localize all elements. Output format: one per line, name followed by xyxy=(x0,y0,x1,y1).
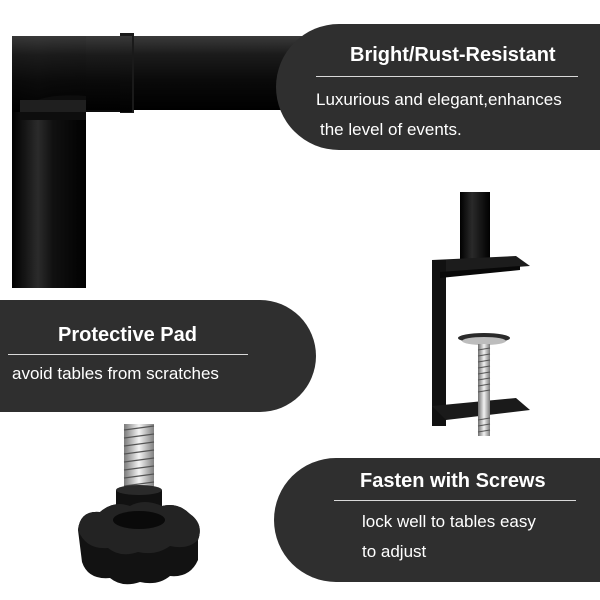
feature-title: Protective Pad xyxy=(58,324,197,346)
feature-description-line1: avoid tables from scratches xyxy=(12,364,219,383)
feature-panel-fasten-screws: Fasten with Screws lock well to tables e… xyxy=(274,458,600,582)
feature-title: Bright/Rust-Resistant xyxy=(350,44,556,66)
screw-knob-image xyxy=(78,424,200,585)
feature-panel-rust-resistant: Bright/Rust-Resistant Luxurious and eleg… xyxy=(276,24,600,150)
feature-description-line2: to adjust xyxy=(362,542,427,561)
feature-divider xyxy=(8,354,248,355)
table-clamp-image xyxy=(432,192,530,436)
feature-description-line2: the level of events. xyxy=(320,120,462,139)
feature-divider xyxy=(316,76,578,77)
feature-description-line1: Luxurious and elegant,enhances xyxy=(316,90,562,109)
feature-divider xyxy=(334,500,576,501)
feature-description-line1: lock well to tables easy xyxy=(362,512,536,531)
feature-title: Fasten with Screws xyxy=(360,470,546,492)
feature-panel-protective-pad: Protective Pad avoid tables from scratch… xyxy=(0,300,316,412)
